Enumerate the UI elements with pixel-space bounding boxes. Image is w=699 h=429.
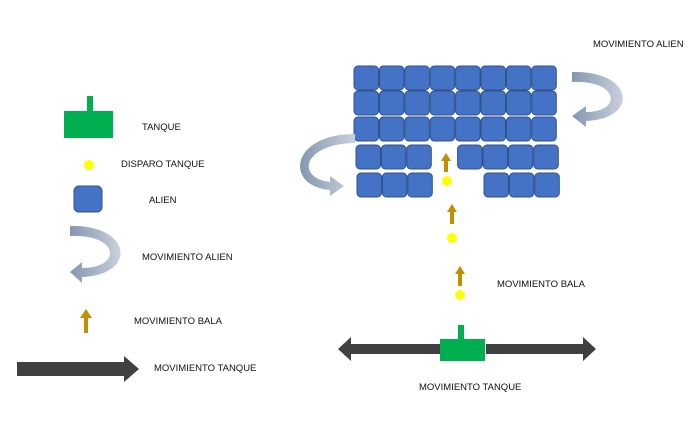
scene-alien-motion-label: MOVIMIENTO ALIEN	[593, 39, 684, 50]
legend-alien-icon	[73, 185, 103, 213]
alien-icon	[356, 172, 382, 198]
tank-motion-arrow-icon	[338, 337, 596, 361]
scene-tank-motion-label: MOVIMIENTO TANQUE	[419, 382, 522, 393]
alien-motion-arrow-left-icon	[300, 134, 355, 196]
legend-alien-motion-label: MOVIMIENTO ALIEN	[142, 252, 233, 263]
alien-icon	[355, 144, 381, 170]
alien-icon	[404, 116, 430, 142]
alien-icon	[378, 116, 405, 142]
scene-bullet-motion-label: MOVIMIENTO BALA	[497, 279, 585, 290]
alien-icon	[508, 172, 535, 198]
alien-grid	[353, 65, 560, 198]
alien-icon	[505, 116, 532, 142]
alien-icon	[353, 65, 379, 91]
bullet-arrow-icon	[441, 153, 451, 172]
alien-icon	[480, 65, 506, 91]
alien-icon	[505, 65, 532, 91]
legend-bullet-motion-icon	[80, 309, 92, 333]
legend-tank-label: TANQUE	[142, 122, 181, 133]
legend-shot-icon	[84, 160, 94, 170]
alien-icon	[429, 90, 456, 116]
alien-icon	[531, 65, 557, 91]
alien-icon	[381, 172, 408, 198]
alien-icon	[378, 65, 405, 91]
shot-dot	[447, 233, 457, 243]
alien-icon	[455, 90, 481, 116]
alien-icon	[507, 144, 534, 170]
shot-dot	[442, 176, 452, 186]
alien-icon	[429, 65, 456, 91]
alien-icon	[378, 90, 405, 116]
alien-icon	[455, 116, 481, 142]
bullet-column	[441, 153, 465, 300]
bullet-arrow-icon	[455, 266, 465, 286]
legend-bullet-motion-label: MOVIMIENTO BALA	[134, 316, 222, 327]
alien-icon	[533, 144, 559, 170]
alien-icon	[353, 116, 379, 142]
legend-alien-motion-icon	[70, 225, 121, 283]
alien-icon	[531, 116, 557, 142]
alien-icon	[531, 90, 557, 116]
alien-icon	[429, 116, 456, 142]
legend-shot-label: DISPARO TANQUE	[121, 159, 205, 170]
alien-icon	[480, 90, 506, 116]
alien-icon	[404, 65, 430, 91]
tank-icon	[440, 325, 485, 361]
alien-icon	[380, 144, 407, 170]
alien-icon	[505, 90, 532, 116]
alien-icon	[353, 90, 379, 116]
alien-icon	[406, 144, 432, 170]
alien-icon	[457, 144, 483, 170]
alien-motion-arrow-right-icon	[572, 71, 623, 127]
legend-alien-label: ALIEN	[149, 195, 177, 206]
alien-icon	[404, 90, 430, 116]
shot-dot	[455, 290, 465, 300]
alien-icon	[483, 172, 509, 198]
legend-tank-motion-icon	[17, 356, 139, 382]
legend-tank-motion-label: MOVIMIENTO TANQUE	[154, 363, 257, 374]
alien-icon	[534, 172, 560, 198]
alien-icon	[407, 172, 433, 198]
alien-icon	[482, 144, 508, 170]
bullet-arrow-icon	[447, 204, 457, 224]
legend-tank-icon	[64, 96, 113, 138]
alien-icon	[455, 65, 481, 91]
alien-icon	[480, 116, 506, 142]
